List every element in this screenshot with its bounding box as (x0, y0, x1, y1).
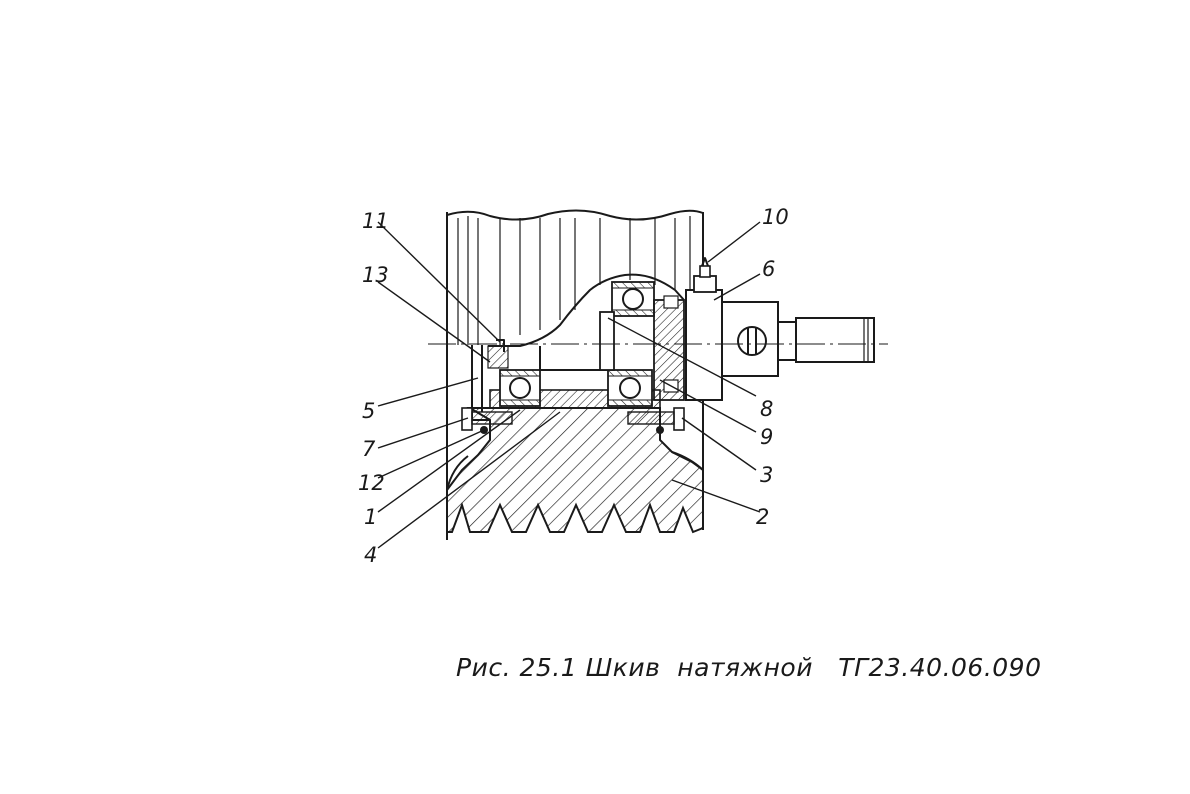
figure-caption: Рис. 25.1 Шкив натяжной ТГ23.40.06.090 (456, 653, 1042, 682)
right-bearing (607, 369, 653, 407)
callout-4: 4 (364, 543, 377, 567)
grease-fitting (693, 257, 717, 293)
callout-11: 11 (362, 209, 389, 233)
leader-lines (377, 221, 761, 549)
callout-10: 10 (762, 205, 789, 229)
callout-6: 6 (762, 257, 775, 281)
callout-3: 3 (760, 463, 773, 487)
callout-12: 12 (358, 471, 385, 495)
callout-1: 1 (364, 505, 377, 529)
callout-7: 7 (362, 437, 376, 461)
pulley-body (446, 407, 704, 534)
callout-2: 2 (756, 505, 769, 529)
left-bearing (499, 369, 541, 407)
callout-13: 13 (362, 263, 389, 287)
callout-5: 5 (362, 399, 375, 423)
callout-9: 9 (760, 425, 773, 449)
callout-labels: 11 13 10 6 5 7 12 1 4 8 9 3 2 (358, 205, 789, 567)
tension-bracket (685, 289, 875, 401)
axle-break-outline (488, 273, 685, 347)
callout-8: 8 (760, 397, 773, 421)
upper-bearing (611, 281, 655, 317)
